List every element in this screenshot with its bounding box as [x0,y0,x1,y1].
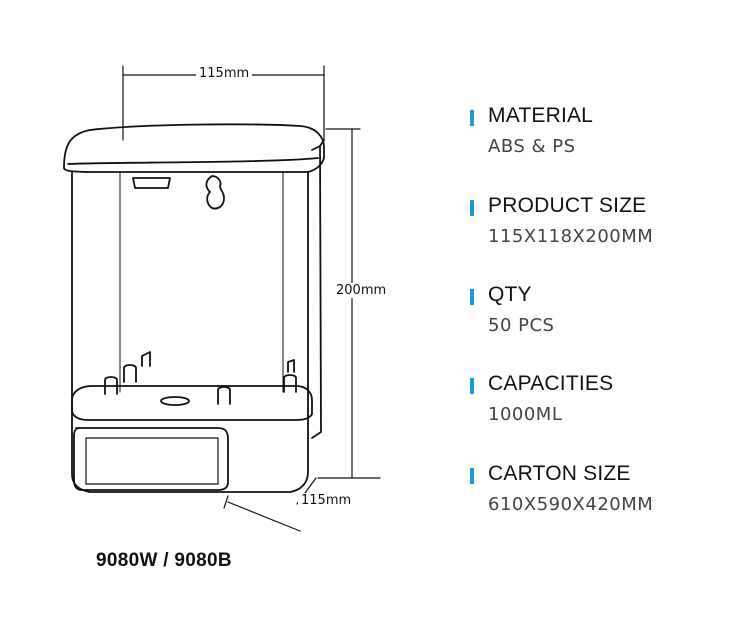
spec-bar-icon [470,468,474,484]
dispenser-back-panel [311,139,325,439]
spec-title: PRODUCT SIZE [488,194,647,217]
spec-bar-icon [470,289,474,305]
dispenser-body [71,171,309,411]
dimension-line-height [317,128,381,479]
model-number: 9080W / 9080B [96,550,232,571]
dispenser-base [71,351,313,493]
spec-value: 115X118X200MM [488,226,654,247]
spec-value: 1000ML [488,404,563,425]
spec-value: 610X590X420MM [488,494,654,515]
spec-title: MATERIAL [488,104,594,127]
spec-bar-icon [470,110,474,126]
dispenser-diagram [63,65,381,532]
dimension-width-label: 115mm [196,66,253,81]
spec-title: QTY [488,283,532,306]
dimension-depth-label: 115mm [298,493,355,508]
dimension-height-label: 200mm [333,283,390,298]
dispenser-lid [63,123,325,173]
push-button-outline [73,427,229,491]
spec-value: 50 PCS [488,315,555,336]
spec-title: CARTON SIZE [488,462,631,485]
spec-value: ABS & PS [488,136,576,157]
spec-title: CAPACITIES [488,372,614,395]
spec-bar-icon [470,200,474,216]
spec-bar-icon [470,378,474,394]
